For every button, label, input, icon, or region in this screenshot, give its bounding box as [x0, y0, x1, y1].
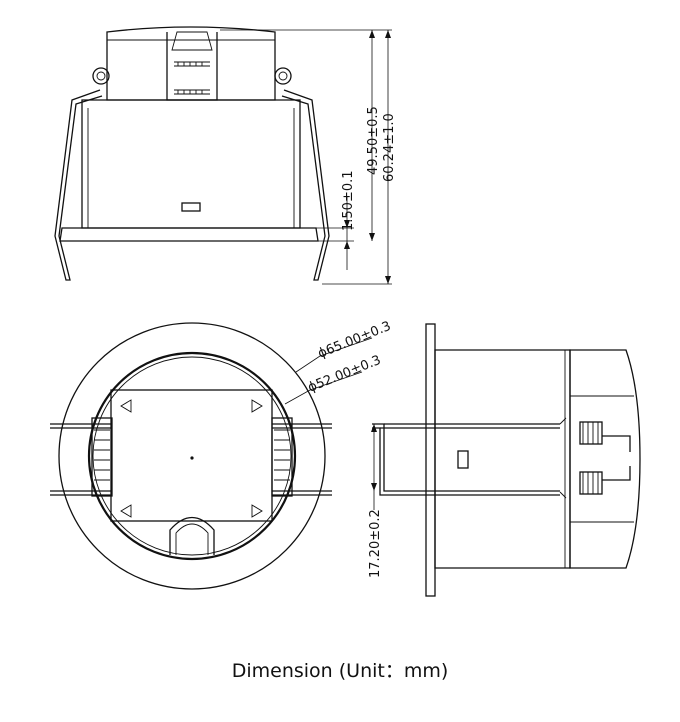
bottom-view: ϕ65.00±0.3 ϕ52.00±0.3: [50, 319, 393, 590]
outer-diameter-label: ϕ65.00±0.3: [316, 319, 393, 362]
main-body: [81, 99, 301, 229]
right-pivot: [274, 67, 292, 85]
lens-dome: [169, 516, 215, 555]
side-head: [569, 349, 641, 569]
right-spring-clip: [281, 89, 330, 281]
corner-triangle-br: [251, 504, 263, 518]
overall-height-label: 60.24±1.0: [382, 113, 397, 182]
terminal-block-top: [579, 421, 603, 445]
square-plate: [110, 389, 273, 522]
left-spring-block: [91, 417, 113, 497]
corner-triangle-tr: [251, 399, 263, 413]
spring-span-label: 17.20±0.2: [368, 509, 383, 578]
front-elevation-view: 1.50±0.1 49.50±0.5 60.24±1.0: [54, 26, 397, 285]
side-slot: [457, 450, 469, 469]
body-height-label: 49.50±0.5: [366, 106, 381, 175]
terminal-block-bottom: [579, 471, 603, 495]
body-slot: [181, 202, 201, 212]
caption: Dimension (Unit：mm): [231, 660, 449, 682]
sensor-head-block: [106, 26, 276, 101]
cutout-diameter-label: ϕ52.00±0.3: [306, 353, 383, 396]
left-pivot: [92, 67, 110, 85]
side-flange: [425, 323, 436, 597]
corner-triangle-bl: [120, 504, 132, 518]
left-spring-clip: [54, 89, 103, 281]
side-view: 17.20±0.2: [368, 323, 641, 597]
recess-depth-label: 1.50±0.1: [341, 170, 356, 231]
side-spring-wire: [372, 423, 560, 492]
outer-ring: [58, 322, 326, 590]
side-body: [434, 349, 571, 569]
flange: [59, 227, 319, 242]
corner-triangle-tl: [120, 399, 132, 413]
cutout-ring: [87, 351, 297, 561]
center-point: [190, 456, 194, 460]
